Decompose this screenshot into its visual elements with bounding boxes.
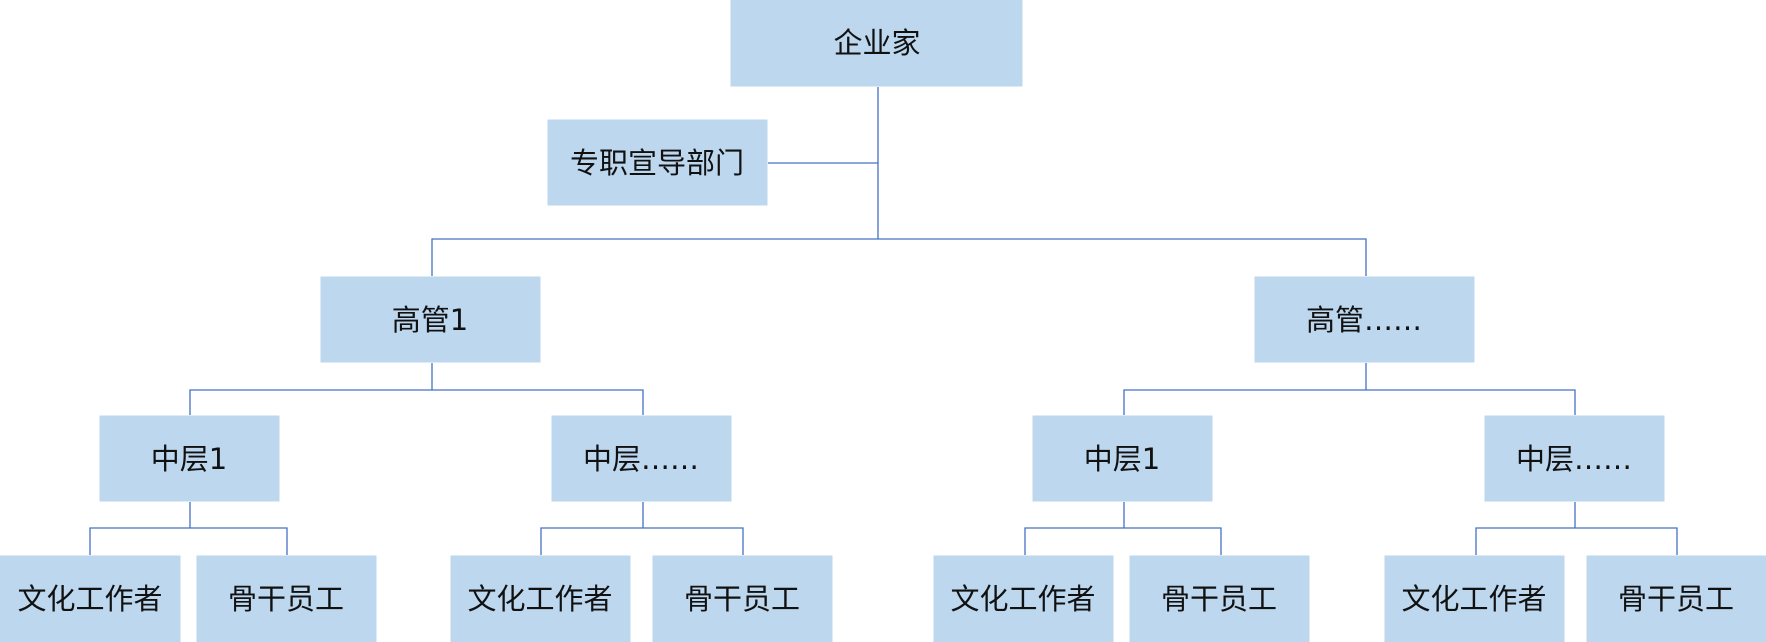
node-staff-1-2-a-box [450, 555, 631, 642]
node-publicity: 专职宣导部门 [547, 119, 768, 206]
node-staff-2-2-a-box [1384, 555, 1565, 642]
node-mid-1-2-box [551, 415, 732, 502]
node-staff-1-2-a-label: 文化工作者 [467, 582, 612, 616]
node-mid-1-1: 中层1 [99, 415, 280, 502]
node-exec-2-label: 高管…… [1306, 303, 1422, 337]
node-exec-2-box [1254, 276, 1475, 363]
node-exec-1: 高管1 [320, 276, 541, 363]
node-staff-2-1-b: 骨干员工 [1129, 555, 1310, 642]
node-staff-2-2-b-label: 骨干员工 [1618, 582, 1734, 616]
node-ceo-box [730, 0, 1023, 87]
node-staff-2-1-a-box [933, 555, 1114, 642]
node-staff-2-2-b-box [1586, 555, 1766, 642]
node-staff-2-1-b-box [1129, 555, 1310, 642]
node-mid-2-2-label: 中层…… [1516, 442, 1632, 476]
node-staff-1-1-a-label: 文化工作者 [17, 582, 162, 616]
connector-mid-1-2 [540, 502, 744, 555]
connectors [89, 87, 1678, 555]
connector-mid-2-2 [1475, 502, 1678, 555]
node-publicity-label: 专职宣导部门 [570, 146, 744, 180]
node-mid-2-2-box [1484, 415, 1665, 502]
node-staff-1-2-b: 骨干员工 [652, 555, 833, 642]
node-staff-1-2-a: 文化工作者 [450, 555, 631, 642]
node-staff-1-2-b-box [652, 555, 833, 642]
node-exec-1-label: 高管1 [392, 303, 468, 337]
node-staff-2-1-a-label: 文化工作者 [950, 582, 1095, 616]
connector-mid-1-1 [89, 502, 288, 555]
connector-exec-2-bus [1123, 389, 1576, 415]
connector-mid-2-1 [1024, 502, 1222, 555]
node-mid-2-1: 中层1 [1032, 415, 1213, 502]
node-exec-2: 高管…… [1254, 276, 1475, 363]
node-staff-1-1-b-label: 骨干员工 [228, 582, 344, 616]
connector-exec-1-bus [189, 389, 644, 415]
node-mid-2-1-box [1032, 415, 1213, 502]
node-staff-1-2-b-label: 骨干员工 [684, 582, 800, 616]
node-staff-1-1-a-box [0, 555, 181, 642]
node-staff-1-1-b-box [196, 555, 377, 642]
node-mid-1-2-label: 中层…… [583, 442, 699, 476]
node-staff-2-1-a: 文化工作者 [933, 555, 1114, 642]
node-staff-1-1-b: 骨干员工 [196, 555, 377, 642]
node-staff-1-1-a: 文化工作者 [0, 555, 181, 642]
node-mid-1-1-box [99, 415, 280, 502]
node-staff-2-2-a-label: 文化工作者 [1401, 582, 1546, 616]
node-mid-2-1-label: 中层1 [1084, 442, 1160, 476]
node-exec-1-box [320, 276, 541, 363]
node-mid-2-2: 中层…… [1484, 415, 1665, 502]
node-ceo-label: 企业家 [833, 26, 920, 60]
node-staff-2-2-b: 骨干员工 [1586, 555, 1766, 642]
node-mid-1-1-label: 中层1 [151, 442, 227, 476]
node-mid-1-2: 中层…… [551, 415, 732, 502]
node-ceo: 企业家 [730, 0, 1023, 87]
node-staff-2-2-a: 文化工作者 [1384, 555, 1565, 642]
node-staff-2-1-b-label: 骨干员工 [1161, 582, 1277, 616]
connector-exec-bus [431, 238, 1367, 276]
node-publicity-box [547, 119, 768, 206]
